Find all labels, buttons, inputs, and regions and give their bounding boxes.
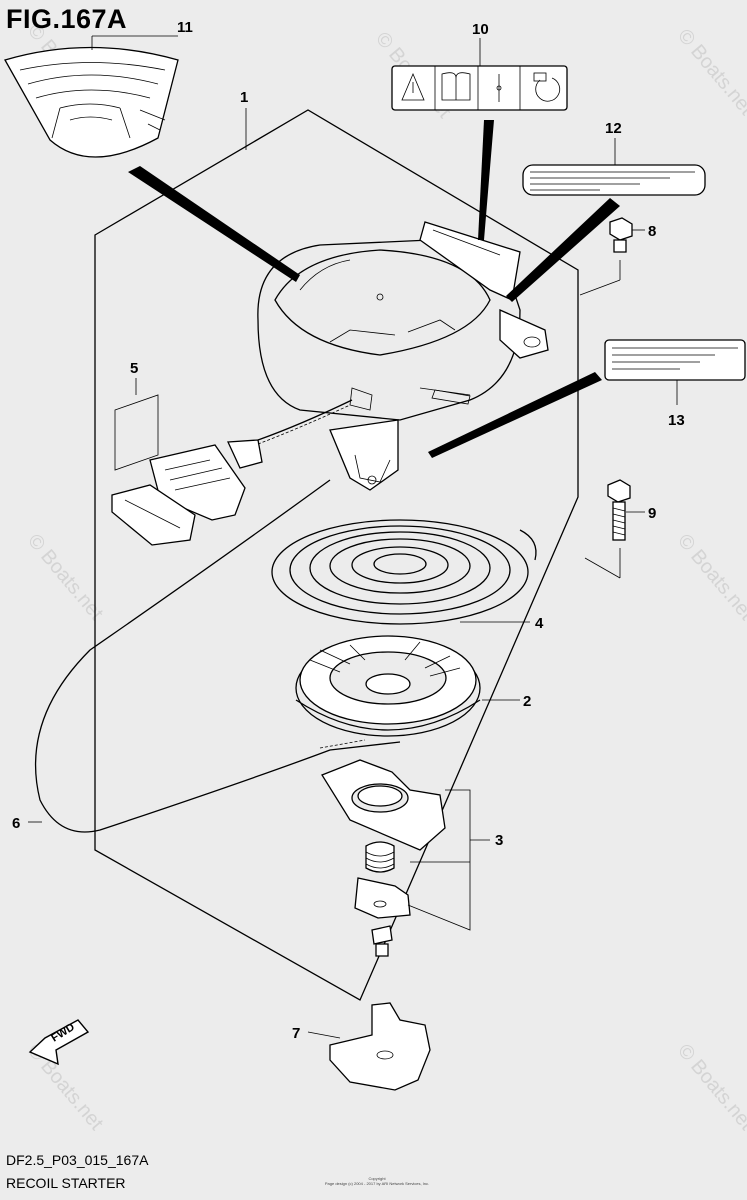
callout-1: 1: [240, 89, 248, 106]
callout-2: 2: [523, 693, 531, 710]
bolt-8-drawing: [609, 217, 633, 253]
drawing-code: DF2.5_P03_015_167A: [6, 1152, 149, 1168]
label-leader-11: [128, 166, 300, 282]
label-leader-12: [506, 198, 620, 302]
fwd-arrow-icon: FWD: [28, 1019, 90, 1066]
callout-5: 5: [130, 360, 138, 377]
label-leader-10: [478, 120, 494, 240]
figure-title: FIG.167A: [6, 4, 128, 34]
label-13-drawing: [604, 339, 746, 381]
assembly-outline: [94, 109, 579, 1001]
label-leader-13: [428, 372, 602, 458]
callout-3: 3: [495, 832, 503, 849]
callout-8: 8: [648, 223, 656, 240]
callout-6: 6: [12, 815, 20, 832]
callout-10: 10: [472, 21, 489, 38]
callout-13: 13: [668, 412, 685, 429]
bolt-9-drawing: [607, 479, 631, 541]
handle-5-drawing: [111, 439, 263, 546]
plate-7-drawing: [329, 1002, 431, 1091]
label-10-drawing: [391, 65, 568, 111]
copyright-text: Copyright Page design (c) 2004 - 2017 by…: [324, 1176, 430, 1186]
spring-4-drawing: [271, 519, 537, 625]
callout-9: 9: [648, 505, 656, 522]
ratchet-3-drawing: [321, 759, 446, 957]
housing-1-drawing: [257, 221, 549, 491]
label-11-drawing: [4, 46, 179, 158]
callout-7: 7: [292, 1025, 300, 1042]
drawing-name: RECOIL STARTER: [6, 1175, 126, 1191]
reel-2-drawing: [295, 635, 481, 737]
label-12-drawing: [522, 164, 706, 196]
callout-12: 12: [605, 120, 622, 137]
callout-11: 11: [177, 19, 193, 36]
callout-4: 4: [535, 615, 544, 632]
rope-6-drawing: [34, 479, 401, 833]
